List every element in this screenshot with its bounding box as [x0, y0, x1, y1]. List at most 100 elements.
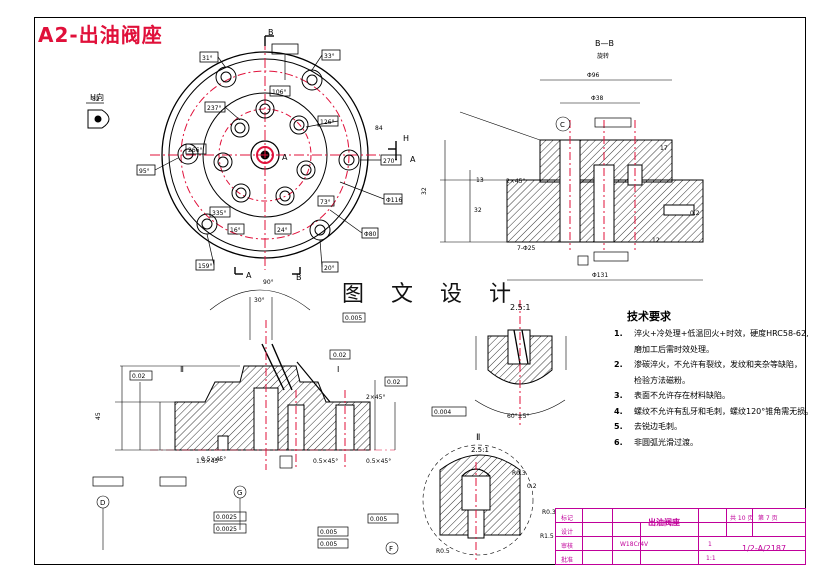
detail-i-text: 2.5:1 60°±5° 0.004	[434, 303, 531, 420]
svg-text:C: C	[560, 121, 565, 129]
svg-text:270°: 270°	[383, 158, 397, 165]
svg-text:1.5×45°: 1.5×45°	[196, 458, 221, 465]
svg-text:0.004: 0.004	[434, 409, 451, 416]
svg-text:0.005: 0.005	[320, 541, 337, 548]
svg-text:Φ131: Φ131	[592, 272, 608, 279]
svg-text:0.2: 0.2	[690, 210, 700, 217]
svg-text:A: A	[410, 155, 416, 164]
svg-text:0.0025: 0.0025	[216, 514, 237, 521]
svg-text:73°: 73°	[320, 199, 331, 206]
section-bb-text: B—B 旋转 Φ96 Φ38 Φ131 7-Φ25 2×45° C 32 13 …	[410, 39, 700, 279]
front-section	[92, 289, 408, 555]
svg-text:126°: 126°	[320, 119, 334, 126]
front-section-text: 90° 30° 0.005 0.02 0.02 0.02 1.5×45° 0.5…	[95, 279, 401, 553]
top-view	[86, 35, 403, 275]
svg-text:A: A	[282, 153, 288, 162]
svg-text:2.5:1: 2.5:1	[471, 446, 489, 454]
svg-text:335°: 335°	[212, 210, 226, 217]
drawing-number: 1/2-A/2187	[742, 544, 787, 553]
svg-text:17: 17	[660, 145, 668, 152]
svg-text:0.5×45°: 0.5×45°	[201, 456, 226, 463]
tb-row-label: 审核	[561, 543, 574, 550]
svg-text:R0.3: R0.3	[512, 470, 526, 477]
tech-item: 检验方法磁粉。	[634, 375, 690, 385]
svg-text:2×45°: 2×45°	[366, 394, 385, 401]
top-view-text: 31° 33° 237° 106° 126° 266° 95° 270° 73°…	[90, 28, 409, 282]
svg-text:R0.5: R0.5	[436, 548, 450, 555]
tb-material: W18Cr4V	[620, 541, 649, 548]
svg-text:R1.5: R1.5	[540, 533, 554, 540]
svg-text:0.005: 0.005	[320, 529, 337, 536]
tb-total-sheets: 共 10 页	[730, 515, 754, 522]
svg-text:237°: 237°	[207, 105, 221, 112]
svg-text:0.005: 0.005	[345, 315, 362, 322]
svg-text:A: A	[246, 271, 252, 280]
svg-text:84: 84	[375, 125, 383, 132]
section-bb	[440, 79, 704, 281]
svg-text:H: H	[403, 134, 409, 143]
svg-text:33°: 33°	[324, 53, 335, 60]
svg-text:45: 45	[95, 412, 102, 420]
tech-item: 5.去锐边毛刺。	[614, 422, 682, 431]
svg-text:Φ96: Φ96	[587, 72, 600, 79]
tb-qty: 1	[708, 541, 712, 548]
svg-text:旋转: 旋转	[597, 52, 609, 60]
svg-text:B: B	[268, 28, 274, 37]
svg-text:0.2: 0.2	[527, 483, 537, 490]
svg-text:0.5×45°: 0.5×45°	[366, 458, 391, 465]
tech-item: 1.淬火+冷处理+低温回火+时效，硬度HRC58-62,	[614, 329, 809, 338]
svg-text:Ⅱ: Ⅱ	[180, 365, 184, 374]
svg-text:G: G	[237, 489, 242, 497]
tech-item: 磨加工后需时效处理。	[634, 344, 714, 354]
svg-text:13: 13	[476, 177, 484, 184]
angle-boxes	[136, 43, 403, 273]
svg-text:106°: 106°	[272, 89, 286, 96]
tech-item: 2.渗碳淬火，不允许有裂纹，发纹和夹杂等缺陷，	[614, 360, 802, 369]
svg-text:R0.3: R0.3	[542, 509, 556, 516]
drawing-frame	[34, 17, 806, 565]
svg-text:20°: 20°	[324, 265, 335, 272]
detail-ii	[422, 444, 534, 560]
svg-text:7-Φ25: 7-Φ25	[517, 245, 536, 252]
tb-row-label: 批准	[561, 557, 574, 564]
svg-text:90°: 90°	[263, 279, 274, 286]
svg-text:Φ80: Φ80	[364, 231, 377, 238]
svg-text:Φ38: Φ38	[591, 95, 604, 102]
watermark: 图 文 设 计	[342, 282, 521, 307]
svg-text:32: 32	[421, 187, 428, 195]
svg-text:95°: 95°	[139, 168, 150, 175]
svg-text:2×45°: 2×45°	[506, 178, 525, 185]
tech-requirements-list: 1.淬火+冷处理+低温回火+时效，硬度HRC58-62, 磨加工后需时效处理。 …	[614, 326, 813, 450]
svg-text:12: 12	[652, 237, 660, 244]
detail-i	[431, 300, 567, 425]
part-name: 出油阀座	[648, 518, 680, 527]
h-view	[86, 102, 110, 129]
outer-holes	[177, 66, 360, 241]
svg-text:Ⅰ: Ⅰ	[337, 365, 339, 374]
svg-text:Φ116: Φ116	[386, 197, 402, 204]
svg-text:60°±5°: 60°±5°	[507, 413, 529, 420]
svg-text:31°: 31°	[202, 55, 213, 62]
tb-ratio: 1:1	[706, 555, 716, 562]
drawing-tag: A2-出油阀座	[38, 23, 163, 47]
svg-text:0.5×45°: 0.5×45°	[313, 458, 338, 465]
svg-text:F: F	[389, 545, 393, 553]
svg-text:0.02: 0.02	[333, 352, 347, 359]
svg-text:0.0025: 0.0025	[216, 526, 237, 533]
tech-item: 4.螺纹不允许有乱牙和毛刺，螺纹120°锥角需无损。	[614, 406, 814, 416]
tech-item: 6.非圆弧光滑过渡。	[614, 437, 698, 447]
svg-text:30°: 30°	[254, 297, 265, 304]
svg-text:H向: H向	[90, 92, 104, 102]
inner-holes	[213, 99, 316, 206]
tb-row-label: 标记	[561, 515, 574, 522]
svg-text:266°: 266°	[188, 147, 202, 154]
svg-text:B—B: B—B	[595, 39, 614, 48]
tb-row-label: 设计	[561, 529, 574, 536]
tech-item: 3.表面不允许存在材料缺陷。	[614, 391, 730, 400]
svg-text:0.02: 0.02	[132, 373, 146, 380]
detail-ii-text: Ⅱ 2.5:1 R0.3 0.2 R0.3 R1.5 R0.5	[436, 433, 556, 555]
svg-text:159°: 159°	[198, 263, 212, 270]
tb-sheet-no: 第 7 页	[758, 515, 778, 522]
